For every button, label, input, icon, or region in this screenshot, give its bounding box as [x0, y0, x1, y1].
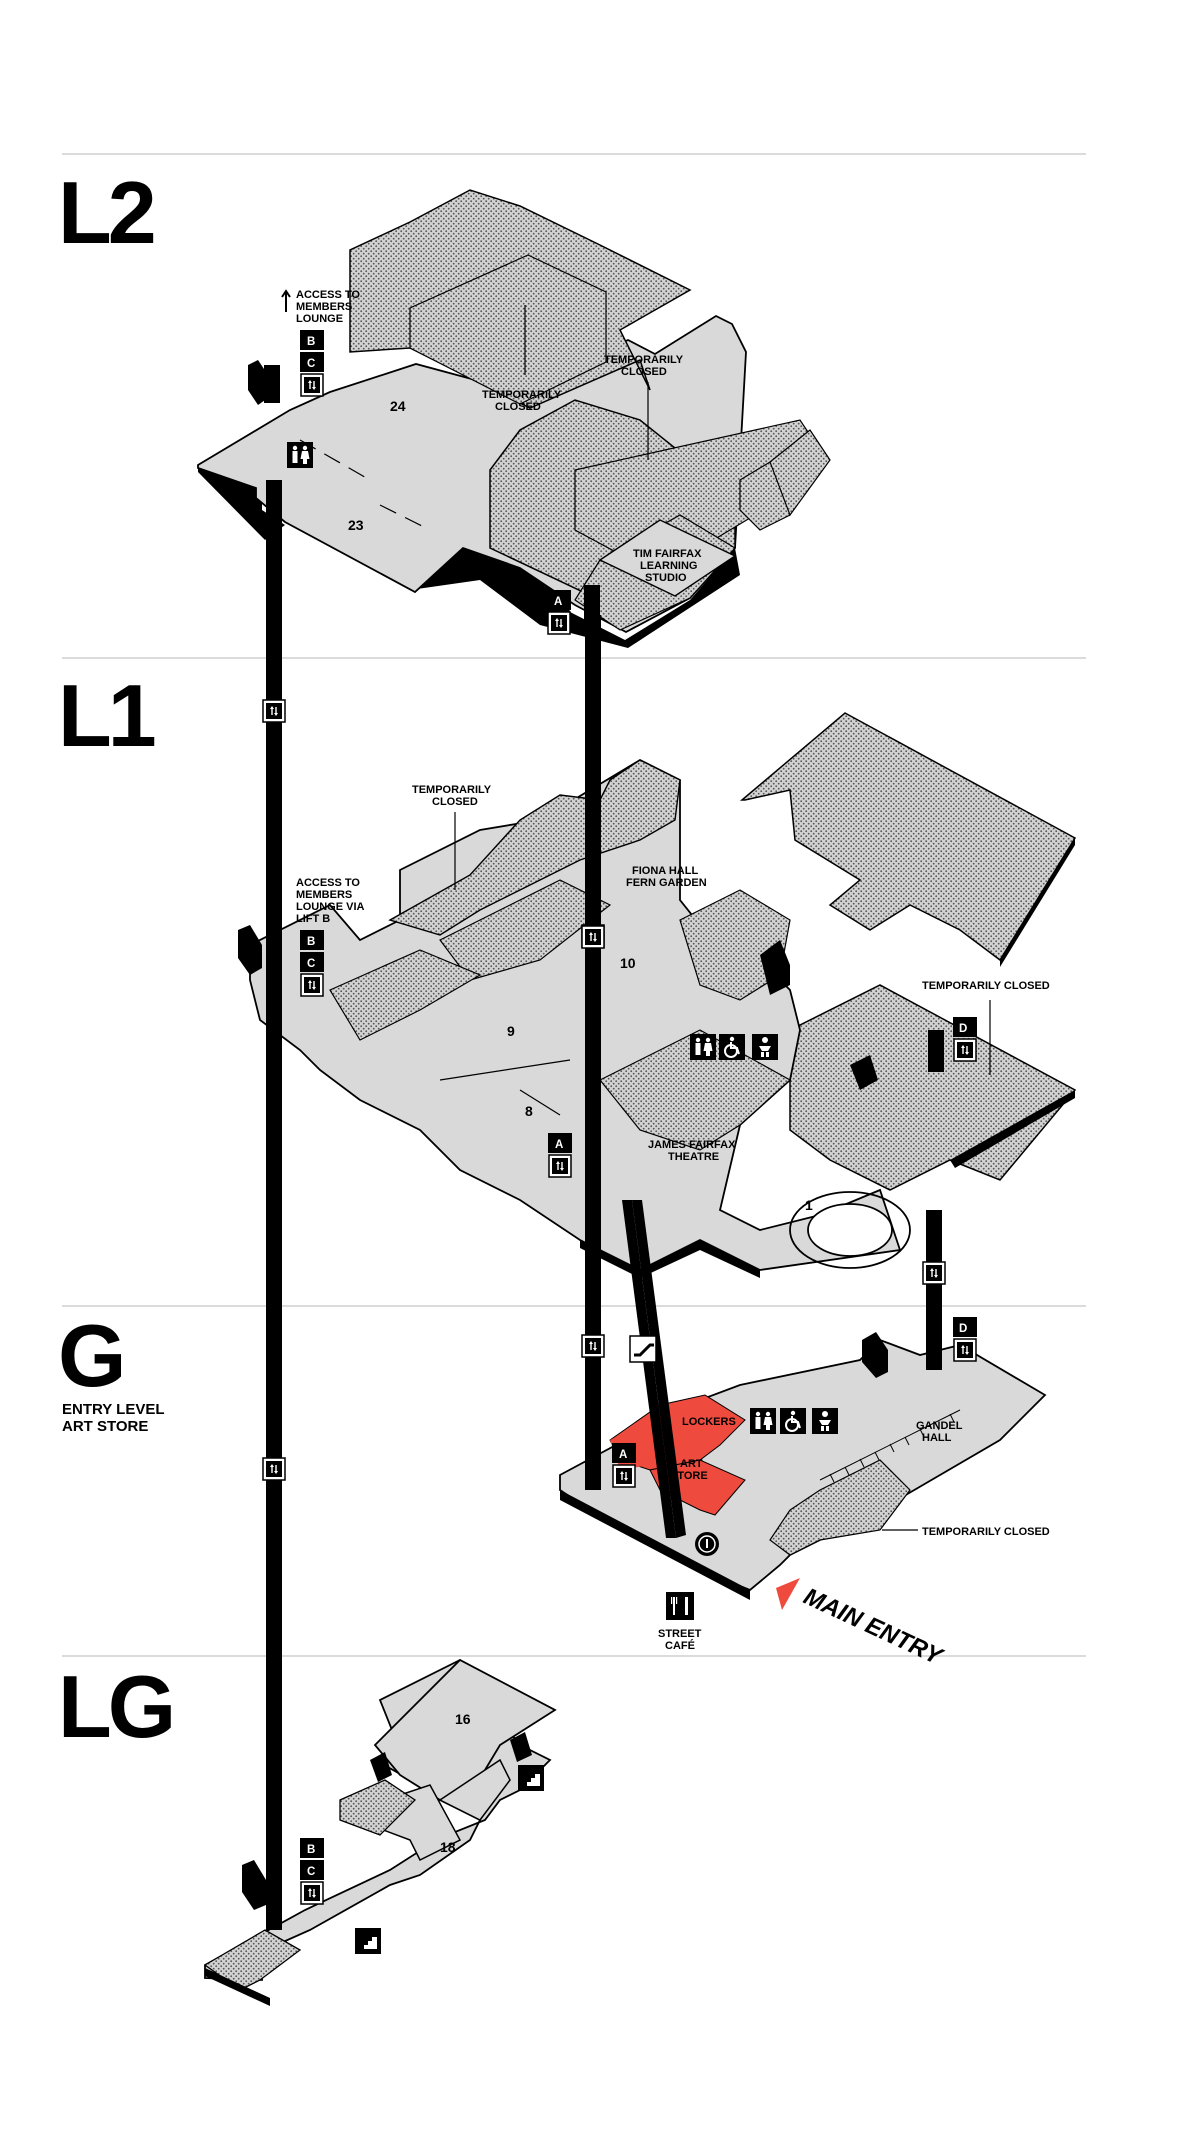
learning-studio-2: LEARNING: [640, 560, 697, 572]
access-lounge-l1-2: MEMBERS: [296, 889, 352, 901]
lift-d-badge-g: D: [959, 1323, 967, 1335]
lift-icon-l1-a: [548, 1154, 572, 1178]
lg-labels: 16 18: [440, 1711, 471, 1855]
lift-badges-l1-d: D: [953, 1017, 977, 1062]
lift-icon-lg-bc: [300, 1881, 324, 1905]
fern-garden-2: FERN GARDEN: [626, 877, 707, 889]
lift-a-badge-g: A: [619, 1449, 627, 1461]
l2-labels: 24 23 ACCESS TO MEMBERS LOUNGE TEMPORARI…: [281, 289, 702, 584]
accessible-toilet-icon-g: [779, 1407, 807, 1435]
temp-closed-l1-b: TEMPORARILY CLOSED: [922, 980, 1050, 992]
lift-badges-l1-bc: B C: [300, 930, 324, 997]
level-heading-l2: L2: [58, 163, 154, 262]
stair-lift-icon-lg-lower: [355, 1928, 381, 1954]
lift-b-badge-lg: B: [307, 1844, 315, 1856]
floor-l2: [197, 189, 831, 648]
toilets-icon-l2: [287, 442, 313, 468]
l1-labels: 10 9 8 1 TEMPORARILY CLOSED FIONA HALL F…: [296, 784, 1050, 1213]
lift-icon-l1-d: [953, 1038, 977, 1062]
access-lounge-l2-line1: ACCESS TO: [296, 289, 360, 301]
access-lounge-l1-4: LIFT B: [296, 913, 330, 925]
main-entry-label: MAIN ENTRY: [799, 1583, 947, 1671]
access-lounge-l2-line2: MEMBERS: [296, 301, 352, 313]
main-entry-arrow-icon: [776, 1578, 800, 1610]
theatre-2: THEATRE: [668, 1151, 719, 1163]
lift-badges-l2-a: A: [547, 590, 571, 635]
room-24: 24: [390, 398, 406, 414]
lift-icon-l2-bc: [300, 373, 324, 397]
lift-icon-shaft-a-g: [581, 1334, 605, 1358]
room-10: 10: [620, 955, 636, 971]
room-16: 16: [455, 1711, 471, 1727]
level-g-subtitle-1: ENTRY LEVEL: [62, 1401, 165, 1418]
lift-icon-l2-a: [547, 611, 571, 635]
toilets-icon-g: [750, 1408, 776, 1434]
level-heading-g: G: [58, 1306, 122, 1405]
lift-c-badge-l1: C: [307, 958, 315, 970]
lift-icon-g-a: [612, 1464, 636, 1488]
lift-b-badge-l1: B: [307, 936, 315, 948]
room-9: 9: [507, 1023, 515, 1039]
temp-closed-l1-a-2: CLOSED: [432, 796, 478, 808]
access-lounge-l1-1: ACCESS TO: [296, 877, 360, 889]
escalator-icon: [629, 1335, 657, 1363]
access-lounge-l1-3: LOUNGE VIA: [296, 901, 365, 913]
room-23: 23: [348, 517, 364, 533]
baby-change-icon-g: [812, 1408, 838, 1434]
lift-b-badge-l2: B: [307, 336, 315, 348]
lift-icon-shaft-d-l1g: [922, 1261, 946, 1285]
arrow-up-icon: [281, 289, 291, 312]
temp-closed-g: TEMPORARILY CLOSED: [922, 1526, 1050, 1538]
cafe-icon: [666, 1592, 694, 1620]
lift-badges-g-d: D: [953, 1317, 977, 1362]
level-dividers: [62, 153, 1086, 1657]
room-18: 18: [440, 1839, 456, 1855]
street-cafe-2: CAFÉ: [665, 1639, 695, 1652]
street-cafe-1: STREET: [658, 1628, 702, 1640]
art-store-2: STORE: [670, 1470, 708, 1482]
lift-a-badge-l1: A: [555, 1139, 563, 1151]
lift-badges-lg-bc: B C: [300, 1838, 324, 1905]
floor-lg: [203, 1658, 557, 2006]
temp-closed-l2-b-2: CLOSED: [621, 366, 667, 378]
lift-badges-l1-a: A: [548, 1133, 572, 1178]
lift-icon-shaft-bc-glg: [262, 1457, 286, 1481]
learning-studio-1: TIM FAIRFAX: [633, 548, 702, 560]
lift-icon-l1-a-upper: [581, 925, 605, 949]
baby-change-icon-l1: [752, 1034, 778, 1060]
room-1: 1: [805, 1197, 813, 1213]
stair-lift-icon-lg-upper: [518, 1765, 544, 1791]
theatre-1: JAMES FAIRFAX: [648, 1139, 736, 1151]
art-store-1: ART: [680, 1458, 703, 1470]
gandel-hall-1: GANDEL: [916, 1420, 963, 1432]
room-8: 8: [525, 1103, 533, 1119]
lift-shafts: [266, 480, 942, 1930]
gandel-hall-2: HALL: [922, 1432, 952, 1444]
lift-d-badge-l1: D: [959, 1023, 967, 1035]
temp-closed-l2-b-1: TEMPORARILY: [604, 354, 684, 366]
level-heading-lg: LG: [58, 1657, 172, 1756]
lift-badges-l2-bc: B C: [300, 330, 324, 397]
temp-closed-l2-a-1: TEMPORARILY: [482, 389, 562, 401]
lift-c-badge-l2: C: [307, 358, 315, 370]
lift-badges-g-a: A: [612, 1443, 636, 1488]
lockers-label: LOCKERS: [682, 1416, 736, 1428]
access-lounge-l2-line3: LOUNGE: [296, 313, 343, 325]
lift-icon-l1-bc: [300, 973, 324, 997]
lift-icon-shaft-bc-l2l1: [262, 699, 286, 723]
learning-studio-3: STUDIO: [645, 572, 687, 584]
accessible-toilet-icon-l1: [718, 1033, 746, 1061]
fern-garden-1: FIONA HALL: [632, 865, 698, 877]
level-g-subtitle-2: ART STORE: [62, 1418, 148, 1435]
temp-closed-l1-a-1: TEMPORARILY: [412, 784, 492, 796]
level-heading-l1: L1: [58, 666, 155, 765]
floor-g: [559, 1200, 1047, 1600]
temp-closed-l2-a-2: CLOSED: [495, 401, 541, 413]
lift-c-badge-lg: C: [307, 1866, 315, 1878]
floor-l1: [238, 712, 1077, 1278]
lift-icon-g-d: [953, 1338, 977, 1362]
toilets-icon-l1: [690, 1034, 716, 1060]
lift-a-badge-l2: A: [554, 596, 562, 608]
